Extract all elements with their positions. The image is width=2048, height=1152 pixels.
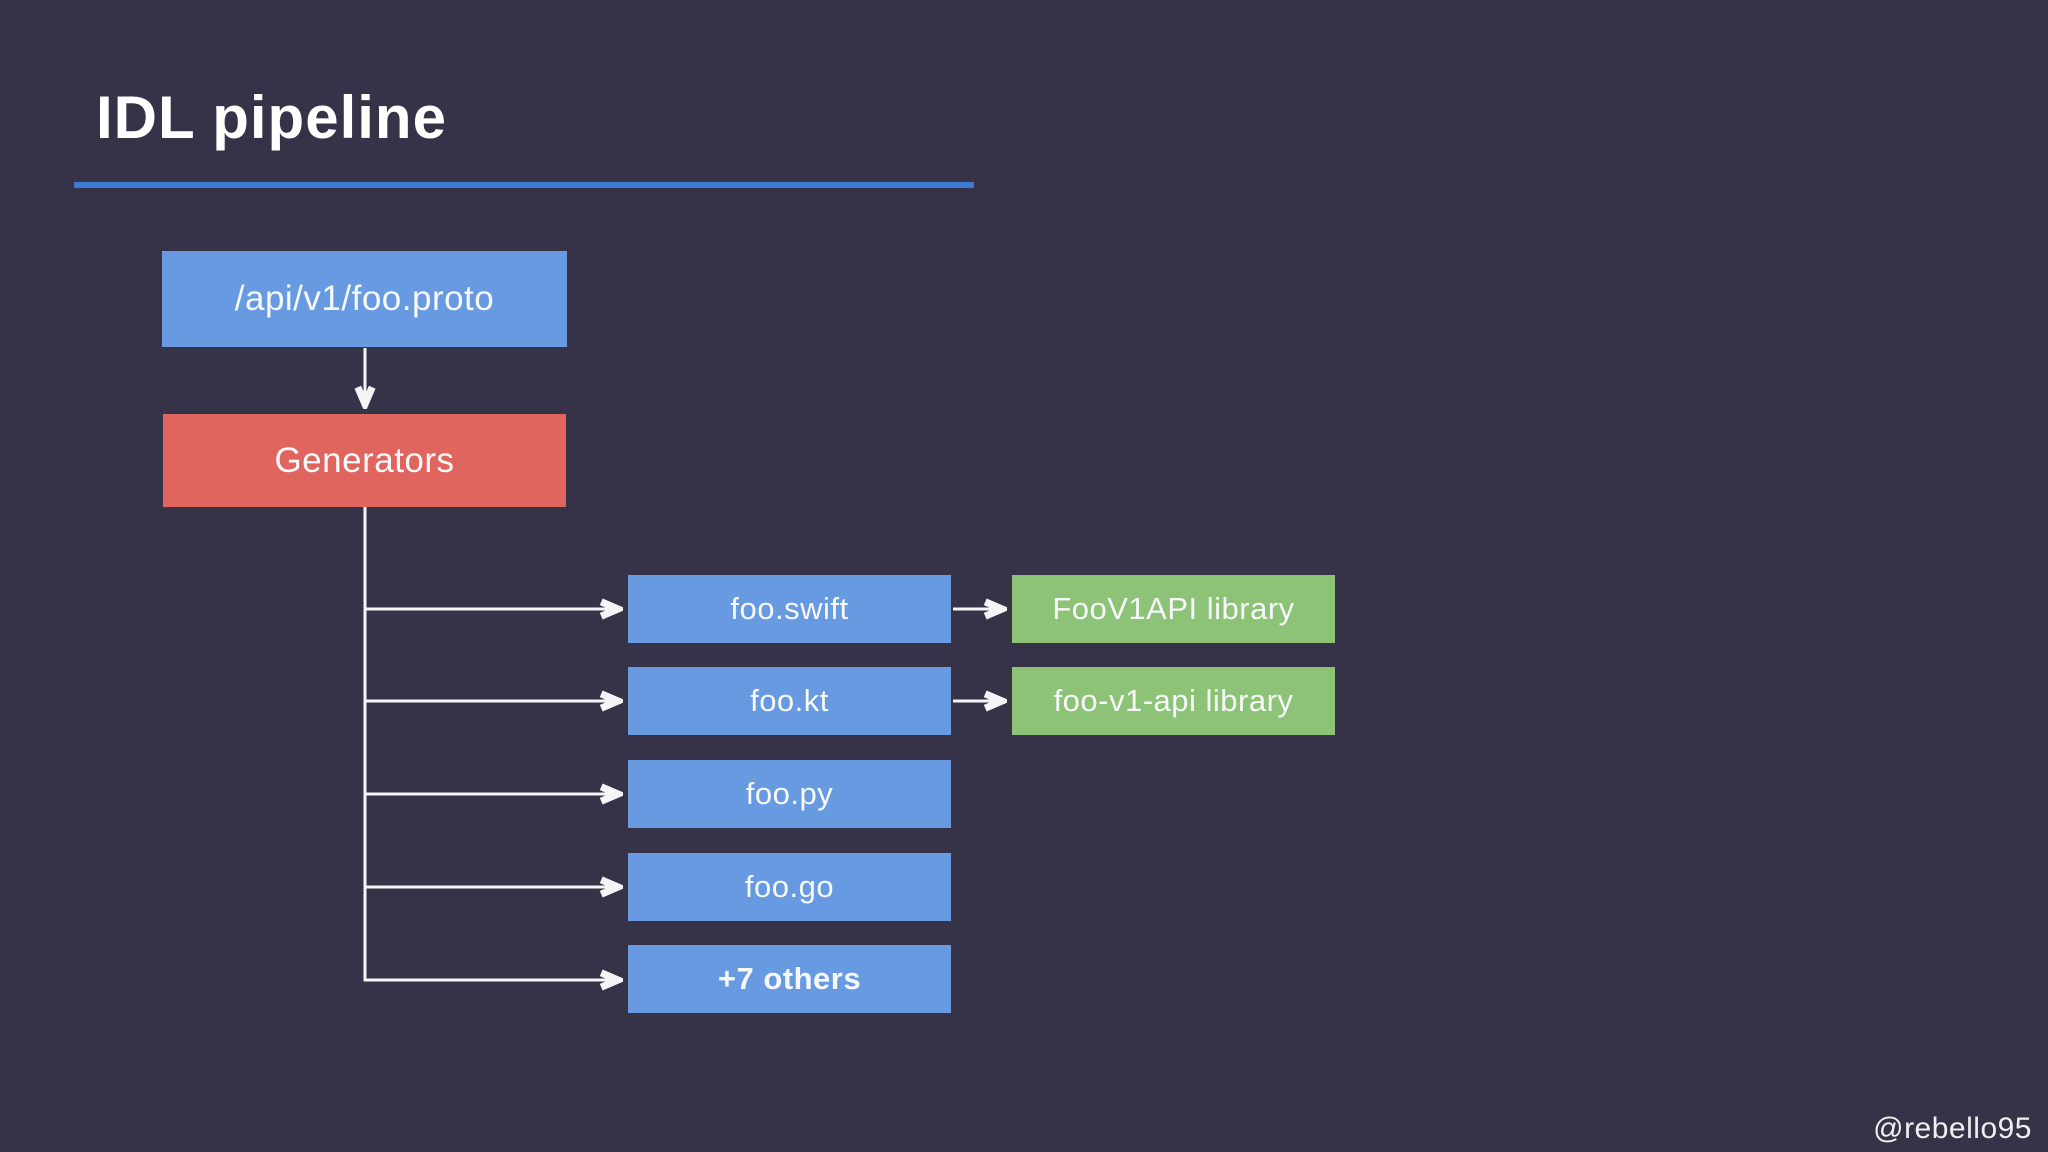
node-output-foo-swift: foo.swift [628,575,951,643]
node-proto-file: /api/v1/foo.proto [162,251,567,347]
watermark-handle: @rebello95 [1873,1112,2032,1145]
slide-title: IDL pipeline [96,84,447,151]
node-library-foo-v1-api: foo-v1-api library [1012,667,1335,735]
arrow-generators-to-out-4 [363,507,618,980]
title-underline [74,182,974,188]
node-output-foo-go: foo.go [628,853,951,921]
node-generators: Generators [163,414,566,507]
node-output-others: +7 others [628,945,951,1013]
node-output-foo-kt: foo.kt [628,667,951,735]
node-output-foo-py: foo.py [628,760,951,828]
node-library-foov1api: FooV1API library [1012,575,1335,643]
